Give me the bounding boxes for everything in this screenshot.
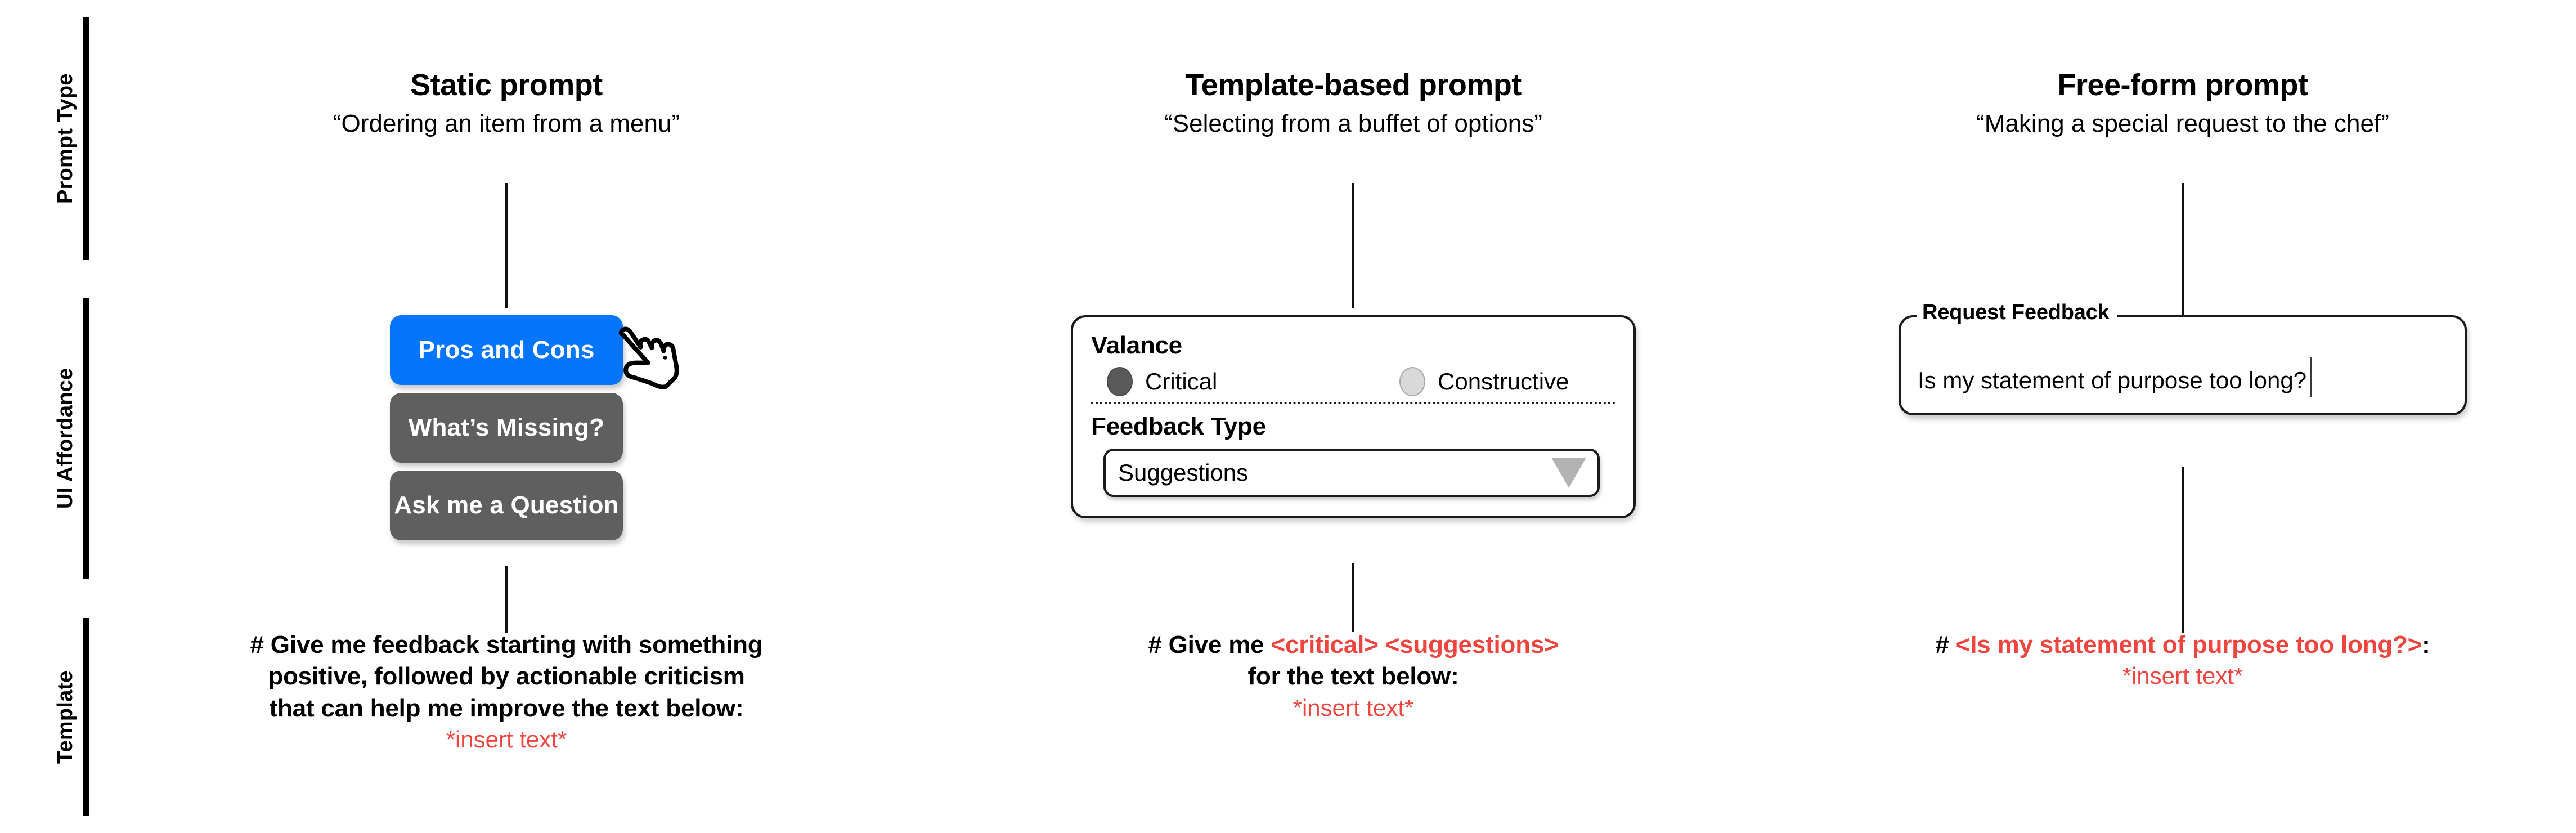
template-area: # <Is my statement of purpose too long?>… — [1789, 629, 2576, 692]
request-feedback-value: Is my statement of purpose too long? — [1918, 367, 2307, 393]
feedback-type-select[interactable]: Suggestions — [1103, 448, 1600, 497]
radio-selected-icon[interactable] — [1107, 367, 1133, 397]
connector-line-header-to-affordance — [505, 183, 508, 308]
template-area: # Give me <critical> <suggestions> for t… — [951, 629, 1756, 723]
template-line-with-slots: # <Is my statement of purpose too long?>… — [1806, 629, 2560, 661]
column-free-form-prompt: Free-form prompt “Making a special reque… — [1789, 0, 2576, 833]
radio-option-critical[interactable]: Critical — [1107, 367, 1399, 397]
connector-line-affordance-to-template — [2182, 467, 2184, 633]
connector-line-affordance-to-template — [1352, 563, 1354, 632]
template-suffix: : — [2422, 631, 2430, 659]
column-header: Free-form prompt “Making a special reque… — [1789, 68, 2576, 139]
radio-label: Critical — [1145, 368, 1218, 395]
column-header: Static prompt “Ordering an item from a m… — [107, 68, 906, 139]
template-line: for the text below: — [1247, 662, 1459, 691]
column-template-based-prompt: Template-based prompt “Selecting from a … — [951, 0, 1756, 833]
chevron-down-icon[interactable] — [1551, 457, 1586, 488]
row-label-text: Prompt Type — [53, 73, 77, 204]
template-line: that can help me improve the text below: — [269, 694, 744, 722]
template-line: # Give me feedback starting with somethi… — [250, 631, 763, 659]
affordance-area: Valance Critical Constructive Feedback T… — [951, 315, 1756, 518]
template-slot-tokens: <critical> <suggestions> — [1271, 631, 1559, 659]
template-line: positive, followed by actionable critici… — [268, 662, 745, 691]
row-divider-bar — [83, 17, 89, 260]
row-label-text: Template — [53, 670, 77, 764]
template-insert-placeholder: *insert text* — [1293, 694, 1414, 721]
template-line-with-slots: # Give me <critical> <suggestions> — [1030, 629, 1677, 661]
affordance-area: Request Feedback Is my statement of purp… — [1789, 301, 2576, 415]
column-static-prompt: Static prompt “Ordering an item from a m… — [107, 0, 906, 833]
ask-me-a-question-button[interactable]: Ask me a Question — [390, 471, 623, 540]
row-label-template: Template — [0, 618, 107, 816]
text-cursor-icon — [2310, 357, 2312, 397]
connector-line-header-to-affordance — [2182, 183, 2184, 318]
template-insert-placeholder: *insert text* — [2122, 662, 2243, 689]
button-stack: Pros and Cons What’s Missing? Ask me a Q… — [390, 315, 679, 540]
template-prefix: # — [1935, 631, 1956, 659]
whats-missing-button[interactable]: What’s Missing? — [390, 393, 623, 463]
request-feedback-legend: Request Feedback — [1917, 301, 2117, 325]
feedback-type-selected-value: Suggestions — [1118, 459, 1249, 486]
radio-unselected-icon[interactable] — [1399, 367, 1425, 397]
template-insert-placeholder: *insert text* — [446, 725, 567, 753]
radio-option-constructive[interactable]: Constructive — [1399, 367, 1569, 397]
template-area: # Give me feedback starting with somethi… — [107, 629, 906, 755]
column-subtitle: “Selecting from a buffet of options” — [1164, 110, 1542, 138]
row-label-rail: Prompt Type UI Affordance Template — [0, 0, 107, 833]
pointing-hand-cursor-icon — [618, 326, 679, 389]
request-feedback-fieldset: Request Feedback Is my statement of purp… — [1899, 301, 2467, 415]
column-title: Template-based prompt — [1185, 68, 1522, 102]
affordance-area: Pros and Cons What’s Missing? Ask me a Q… — [107, 315, 906, 540]
valance-group-label: Valance — [1091, 332, 1182, 359]
connector-line-header-to-affordance — [1352, 183, 1354, 308]
template-slot-tokens: <Is my statement of purpose too long?> — [1955, 631, 2422, 659]
template-prefix: # Give me — [1148, 631, 1271, 659]
row-label-text: UI Affordance — [53, 368, 77, 509]
row-label-prompt-type: Prompt Type — [0, 17, 107, 260]
pros-and-cons-button[interactable]: Pros and Cons — [390, 315, 623, 385]
request-feedback-input[interactable]: Is my statement of purpose too long? — [1918, 317, 2448, 397]
feedback-options-panel: Valance Critical Constructive Feedback T… — [1071, 315, 1636, 518]
feedback-type-label: Feedback Type — [1091, 413, 1266, 441]
row-divider-bar — [83, 618, 89, 816]
connector-line-affordance-to-template — [505, 566, 508, 633]
column-subtitle: “Ordering an item from a menu” — [333, 110, 680, 138]
radio-label: Constructive — [1438, 368, 1569, 395]
valance-radio-group: Critical Constructive — [1091, 367, 1615, 405]
column-header: Template-based prompt “Selecting from a … — [951, 68, 1756, 139]
row-divider-bar — [83, 298, 89, 579]
column-title: Free-form prompt — [2057, 68, 2308, 102]
column-subtitle: “Making a special request to the chef” — [1976, 110, 2389, 138]
row-label-ui-affordance: UI Affordance — [0, 298, 107, 579]
column-title: Static prompt — [410, 68, 603, 102]
